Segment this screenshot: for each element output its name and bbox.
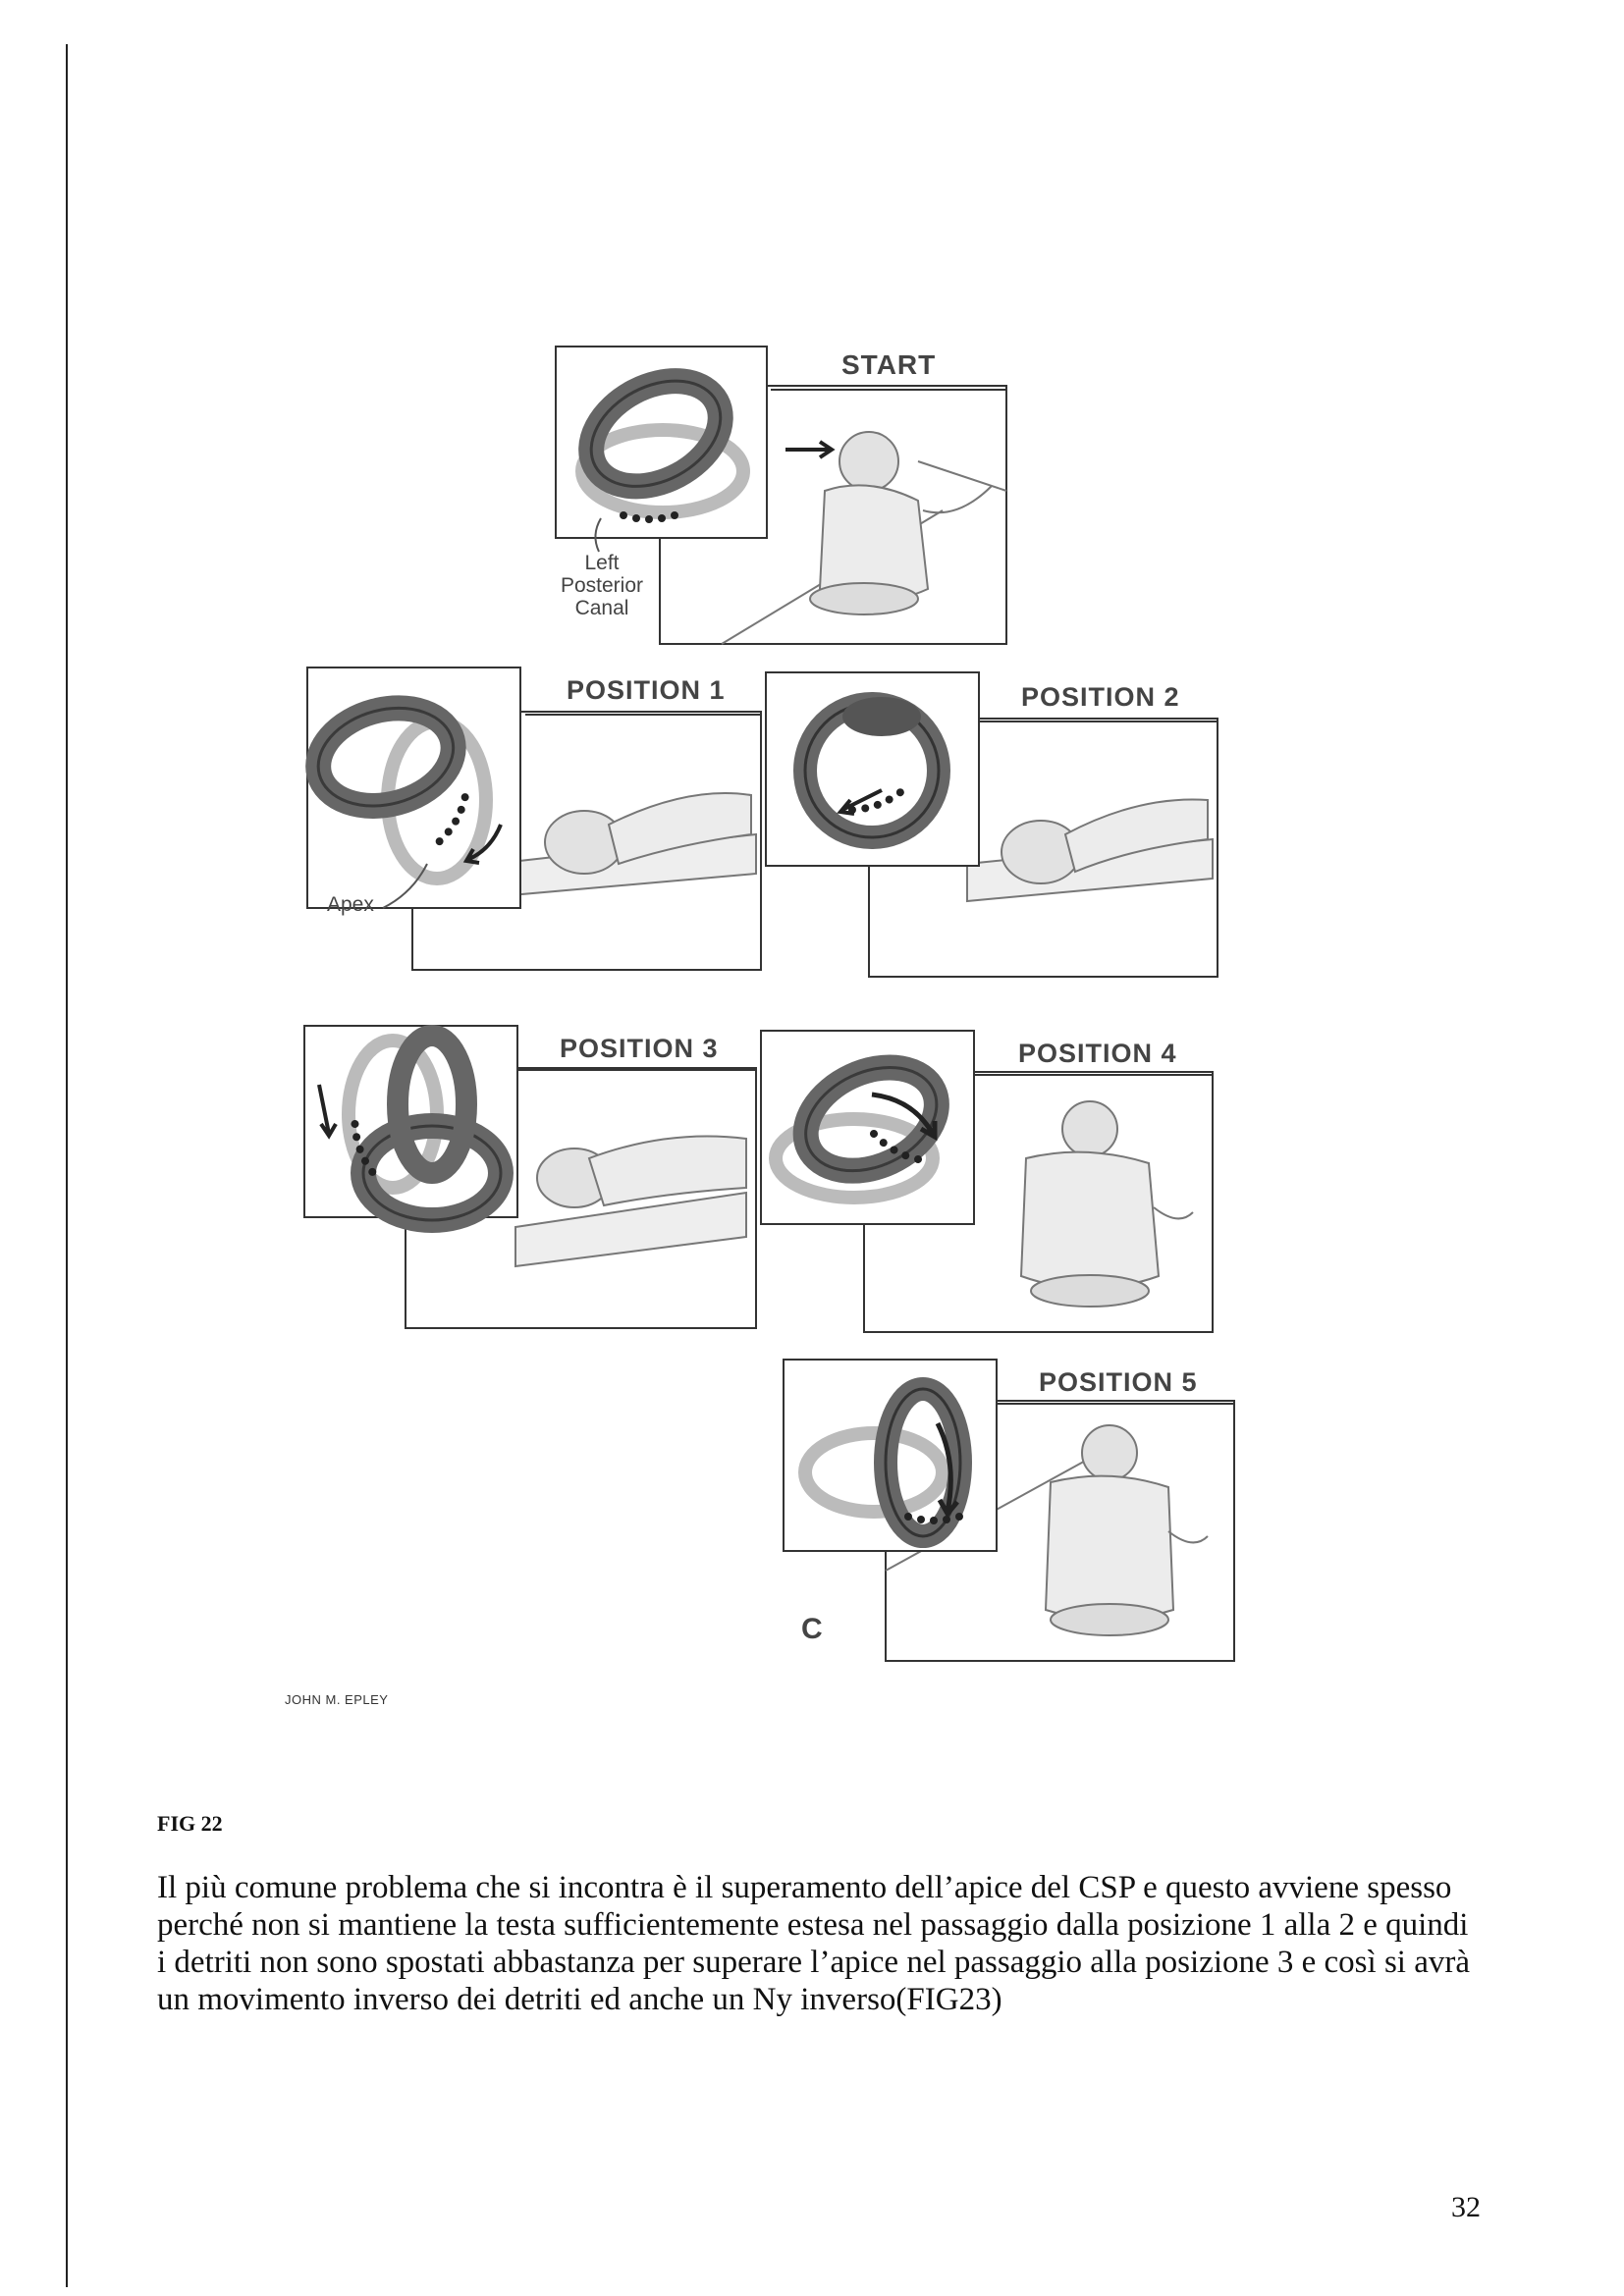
figure-credit: JOHN M. EPLEY [285,1692,389,1707]
position-1-label: POSITION 1 [567,675,726,705]
margin-line [66,44,68,2287]
start-label: START [841,349,937,380]
canal-label-line-3: Canal [574,597,629,619]
position-5-canal-illustration [798,1377,972,1548]
position-3-panel [303,1025,757,1329]
position-2-patient-illustration [966,798,1214,903]
position-1-canal-illustration [307,694,503,885]
position-4-canal-illustration [769,1047,953,1204]
canal-label-line-2: Posterior [560,574,644,597]
position-2-canal-illustration [793,692,950,849]
position-1-patient-illustration [510,792,757,897]
position-4-patient-illustration [1019,1100,1194,1308]
position-3-label: POSITION 3 [560,1034,719,1063]
position-1-panel [307,667,762,971]
position-2-panel [765,671,1218,978]
position-5-patient-illustration [885,1424,1209,1636]
position-5-label: POSITION 5 [1039,1367,1198,1397]
canal-label-line-1: Left [584,552,620,574]
start-canal-illustration [573,360,743,523]
position-2-label: POSITION 2 [1021,682,1180,712]
start-arrow [785,440,836,459]
apex-label: Apex [327,893,374,916]
position-4-label: POSITION 4 [1018,1039,1177,1068]
page-number: 32 [1451,2191,1481,2223]
canal-pointer [594,517,602,553]
figure-caption: FIG 22 [157,1811,223,1836]
apex-pointer [382,863,428,909]
canal-label: Left Posterior Canal [538,552,666,619]
position-3-canal-illustration [317,1025,501,1220]
panel-letter-c: C [801,1613,824,1645]
position-5-panel [783,1359,1235,1662]
start-panel [555,346,1007,645]
body-paragraph: Il più comune problema che si incontra è… [157,1870,1470,2017]
position-3-patient-illustration [514,1135,747,1268]
epley-maneuver-figure: START Left Posterior Canal POSITION 1 Ap… [285,346,1235,1707]
position-4-panel [760,1030,1214,1333]
start-patient-illustration [721,431,1007,645]
